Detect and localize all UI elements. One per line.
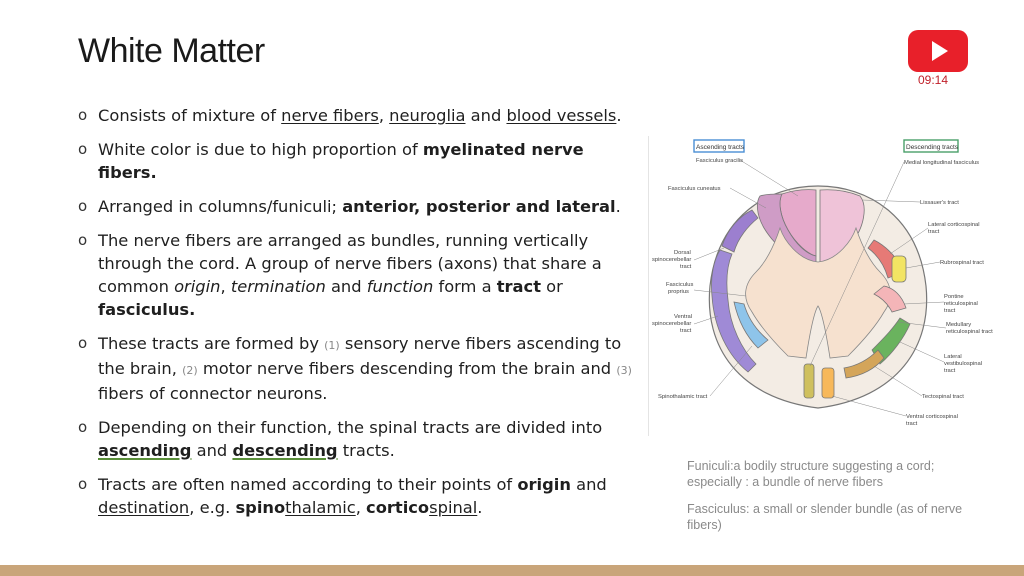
video-timer: 09:14 (918, 73, 949, 87)
link-descending[interactable]: descending (232, 441, 338, 460)
bullet-circle-icon: o (78, 418, 88, 436)
bullet-item: o Depending on their function, the spina… (78, 418, 603, 460)
spinothalamic-region (733, 301, 769, 349)
bullet-list: o Consists of mixture of nerve fibers, n… (78, 104, 638, 530)
bold-text: anterior, posterior and lateral (342, 197, 616, 216)
label-spinothalamic: Spinothalamic tract (658, 394, 708, 400)
label-fasciculus-proprius-2: proprius (668, 289, 689, 295)
bullet-item: o These tracts are formed by (1) sensory… (78, 334, 632, 403)
ascending-header-box (693, 139, 745, 153)
label-fasciculus-proprius-1: Fasciculus (666, 282, 693, 288)
label-ventral-spinocerebellar-3: tract (680, 328, 692, 334)
bullet-circle-icon: o (78, 197, 88, 215)
label-rubrospinal: Rubrospinal tract (940, 260, 984, 266)
bullet-item: o Tracts are often named according to th… (78, 475, 607, 517)
link-ascending[interactable]: ascending (98, 441, 192, 460)
rubrospinal-region (891, 255, 907, 283)
link-destination[interactable]: destination (98, 498, 190, 517)
youtube-play-button[interactable] (908, 30, 968, 72)
bullet-item: o Arranged in columns/funiculi; anterior… (78, 197, 621, 216)
label-lateral-corticospinal-2: tract (928, 229, 940, 235)
label-fasciculus-cuneatus: Fasciculus cuneatus (668, 186, 721, 192)
bullet-circle-icon: o (78, 106, 88, 124)
label-ventral-spinocerebellar-1: Ventral (674, 314, 692, 320)
label-lateral-vestibulospinal-1: Lateral (944, 354, 962, 360)
ascending-header: Ascending tracts (696, 144, 745, 151)
footer-bar (0, 565, 1024, 576)
link-blood-vessels[interactable]: blood vessels (506, 106, 617, 125)
label-dorsal-spinocerebellar-2: spinocerebellar (652, 257, 691, 263)
label-dorsal-spinocerebellar-3: tract (680, 264, 692, 270)
label-medullary-2: reticulospinal tract (946, 329, 993, 335)
play-icon (932, 41, 948, 61)
note-funiculi: Funiculi:a bodily structure suggesting a… (687, 459, 935, 489)
slide-title: White Matter (78, 32, 265, 70)
label-fasciculus-gracilis: Fasciculus gracilis (696, 158, 743, 164)
pontine-reticulospinal-region (873, 285, 907, 313)
label-pontine-1: Pontine (944, 294, 964, 300)
label-lateral-vestibulospinal-3: tract (944, 368, 956, 374)
descending-header: Descending tracts (906, 144, 959, 151)
label-ventral-spinocerebellar-2: spinocerebellar (652, 321, 691, 327)
bullet-item: o Consists of mixture of nerve fibers, n… (78, 106, 622, 125)
ventral-corticospinal-region (821, 367, 835, 399)
definition-notes: Funiculi:a bodily structure suggesting a… (687, 458, 987, 544)
bold-text: myelinated nerve fibers. (98, 140, 584, 182)
bullet-item: o White color is due to high proportion … (78, 140, 584, 182)
lateral-vestibulospinal-region (871, 317, 911, 365)
spinal-cord-tracts-diagram: Ascending tracts Descending tracts Fasci… (648, 136, 1006, 436)
link-spinal[interactable]: spinal (429, 498, 478, 517)
label-pontine-3: tract (944, 308, 956, 314)
descending-header-box (903, 139, 959, 153)
label-ventral-corticospinal-1: Ventral corticospinal (906, 414, 958, 420)
label-lateral-vestibulospinal-2: vestibulospinal (944, 361, 982, 367)
label-medullary-1: Medullary (946, 322, 971, 328)
dorsal-spinocerebellar-region (721, 209, 759, 253)
grey-matter (745, 226, 891, 359)
label-dorsal-spinocerebellar-1: Dorsal (674, 250, 691, 256)
bullet-circle-icon: o (78, 334, 88, 352)
label-pontine-2: reticulospinal (944, 301, 978, 307)
bullet-circle-icon: o (78, 475, 88, 493)
note-fasciculus: Fasciculus: a small or slender bundle (a… (687, 502, 963, 532)
bullet-circle-icon: o (78, 231, 88, 249)
ventral-spinocerebellar-region (711, 249, 757, 373)
label-ventral-corticospinal-2: tract (906, 421, 918, 427)
link-thalamic[interactable]: thalamic (285, 498, 356, 517)
label-lateral-corticospinal-1: Lateral corticospinal (928, 222, 980, 228)
link-nerve-fibers[interactable]: nerve fibers (281, 106, 379, 125)
label-medial-longitudinal: Medial longitudinal fasciculus (904, 160, 979, 166)
label-tectospinal: Tectospinal tract (922, 394, 964, 400)
link-neuroglia[interactable]: neuroglia (389, 106, 466, 125)
label-lissauer: Lissauer's tract (920, 200, 959, 206)
bullet-item: o The nerve fibers are arranged as bundl… (78, 231, 602, 319)
tectospinal-region (843, 349, 885, 379)
medial-longitudinal-region (803, 363, 815, 399)
bullet-circle-icon: o (78, 140, 88, 158)
